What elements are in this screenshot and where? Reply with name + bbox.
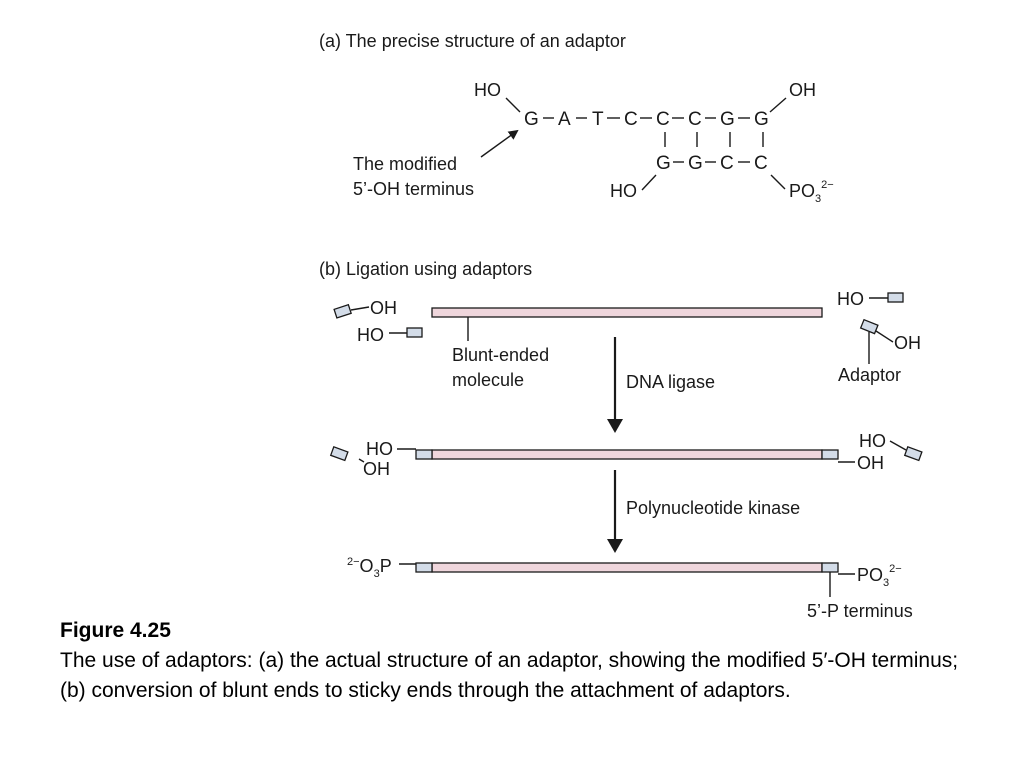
top-strand-base: A	[558, 109, 571, 130]
top-strand-base: C	[688, 109, 702, 130]
bottom-strand-base: G	[688, 153, 703, 174]
top-strand-base: G	[754, 109, 769, 130]
phosphate-label: 2−O3P	[347, 556, 392, 580]
hydroxyl-label: HO	[357, 325, 384, 345]
hydroxyl-label: HO	[366, 439, 393, 459]
hydroxyl-label: OH	[363, 459, 390, 479]
step-arrowhead	[607, 419, 623, 433]
blunt-ended-molecule	[431, 307, 823, 318]
adaptor-shape	[887, 292, 904, 303]
phosphorylated-molecule	[431, 562, 823, 573]
hydroxyl-label: OH	[857, 453, 884, 473]
blunt-label: molecule	[452, 370, 524, 390]
hydroxyl-label: OH	[370, 298, 397, 318]
blunt-label: Blunt-ended	[452, 345, 549, 365]
adaptor-bond	[889, 440, 907, 451]
terminus-label: 5’-P terminus	[807, 601, 913, 621]
top-strand-base: G	[524, 109, 539, 130]
attached-adaptor	[415, 562, 433, 573]
top-strand-base: G	[720, 109, 735, 130]
panel-a: (a) The precise structure of an adaptor …	[319, 31, 834, 205]
bottom-strand-base: G	[656, 153, 671, 174]
adaptor-shape	[903, 446, 923, 462]
caption-title: Figure 4.25	[60, 619, 171, 642]
top-strand-base: T	[592, 109, 604, 130]
bottom-strand-base: C	[720, 153, 734, 174]
figure-caption: Figure 4.25 The use of adaptors: (a) the…	[60, 616, 960, 706]
hydroxyl-label: HO	[859, 431, 886, 451]
bottom-strand-base: C	[754, 153, 768, 174]
end-bond	[769, 97, 787, 113]
adaptor-shape	[859, 318, 879, 335]
panel-b-title: (b) Ligation using adaptors	[319, 259, 532, 279]
end-bond	[641, 174, 657, 191]
adaptor-shape	[406, 327, 423, 338]
attached-adaptor	[821, 562, 839, 573]
hydroxyl-label: HO	[474, 80, 501, 100]
top-strand-base: C	[624, 109, 638, 130]
annotation-label: The modified	[353, 154, 457, 174]
annotation-label: 5’-OH terminus	[353, 179, 474, 199]
panel-a-title: (a) The precise structure of an adaptor	[319, 31, 626, 51]
step-label: DNA ligase	[626, 372, 715, 392]
attached-adaptor	[821, 449, 839, 460]
step-label: Polynucleotide kinase	[626, 498, 800, 518]
hydroxyl-label: HO	[837, 289, 864, 309]
ligated-molecule	[431, 449, 823, 460]
adaptor-shape	[329, 446, 349, 462]
adaptor-label: Adaptor	[838, 365, 901, 385]
free-adaptor-right: HO OH Adaptor	[837, 289, 921, 385]
free-adaptor-left: OH HO	[333, 298, 423, 345]
adaptor-shape	[333, 303, 352, 319]
phosphorylated-left-end: 2−O3P	[347, 556, 416, 580]
caption-text: The use of adaptors: (a) the actual stru…	[60, 649, 959, 702]
phosphate-label: PO32−	[857, 563, 902, 589]
hydroxyl-label: OH	[894, 333, 921, 353]
panel-b: (b) Ligation using adaptors OH HO Blunt-…	[319, 259, 923, 621]
adaptor-bond	[350, 306, 370, 311]
end-bond	[770, 174, 786, 190]
annotation-arrow	[480, 129, 519, 158]
ligated-left-end: HO OH	[329, 439, 416, 479]
adaptor-bond	[358, 458, 365, 463]
phosphate-label: PO32−	[789, 179, 834, 205]
hydroxyl-label: HO	[610, 181, 637, 201]
top-strand-base: C	[656, 109, 670, 130]
attached-adaptor	[415, 449, 433, 460]
end-bond	[505, 97, 521, 113]
adaptor-bond	[875, 330, 894, 343]
phosphorylated-right-end: PO32− 5’-P terminus	[807, 563, 913, 621]
step-arrowhead	[607, 539, 623, 553]
hydroxyl-label: OH	[789, 80, 816, 100]
ligated-right-end: HO OH	[838, 431, 923, 473]
